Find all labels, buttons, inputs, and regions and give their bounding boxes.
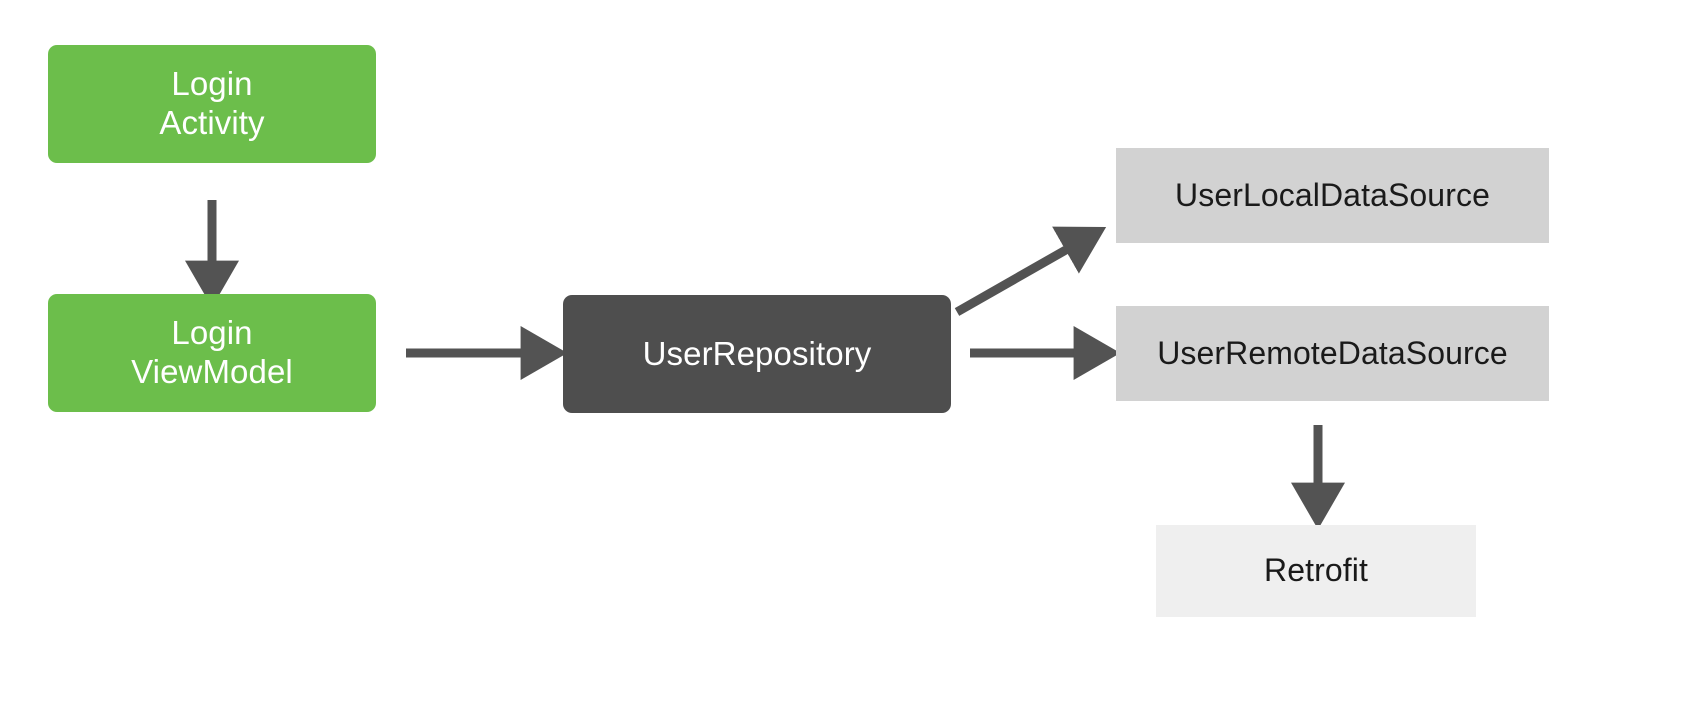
node-retrofit-label: Retrofit <box>1264 552 1368 589</box>
node-user-remote-data-source-label: UserRemoteDataSource <box>1157 334 1508 371</box>
node-login-activity[interactable]: Login Activity <box>48 45 376 163</box>
node-retrofit[interactable]: Retrofit <box>1156 525 1476 617</box>
node-login-activity-label: Login Activity <box>159 65 265 141</box>
node-user-local-data-source-label: UserLocalDataSource <box>1175 176 1490 213</box>
node-user-local-data-source[interactable]: UserLocalDataSource <box>1116 148 1549 243</box>
edge-repository-to-local <box>954 226 1107 316</box>
node-user-remote-data-source[interactable]: UserRemoteDataSource <box>1116 306 1549 401</box>
node-user-repository-label: UserRepository <box>642 334 872 372</box>
node-user-repository[interactable]: UserRepository <box>563 295 951 413</box>
node-login-viewmodel-label: Login ViewModel <box>131 314 293 390</box>
node-login-viewmodel[interactable]: Login ViewModel <box>48 294 376 412</box>
